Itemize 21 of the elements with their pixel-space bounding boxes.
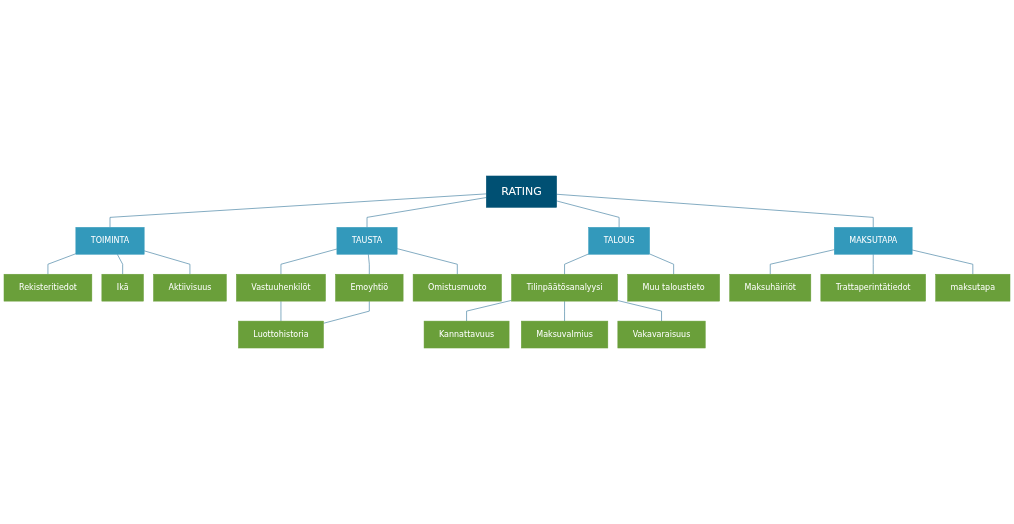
connector bbox=[367, 253, 370, 275]
connector bbox=[116, 253, 124, 275]
connector bbox=[366, 197, 487, 228]
connector bbox=[564, 300, 565, 322]
connector bbox=[280, 300, 282, 322]
connector bbox=[556, 200, 620, 228]
connector bbox=[109, 193, 487, 228]
connector bbox=[323, 300, 370, 324]
connector bbox=[280, 248, 338, 275]
connector bbox=[143, 250, 191, 275]
connector bbox=[617, 300, 662, 322]
connector bbox=[769, 249, 835, 275]
connector bbox=[911, 249, 974, 275]
connector bbox=[649, 253, 674, 275]
connector bbox=[396, 248, 458, 275]
connector bbox=[872, 253, 874, 275]
connector bbox=[466, 300, 512, 322]
connector bbox=[47, 253, 77, 275]
node-box: RATING bbox=[486, 175, 557, 208]
connector bbox=[556, 193, 874, 228]
connector bbox=[564, 253, 589, 275]
